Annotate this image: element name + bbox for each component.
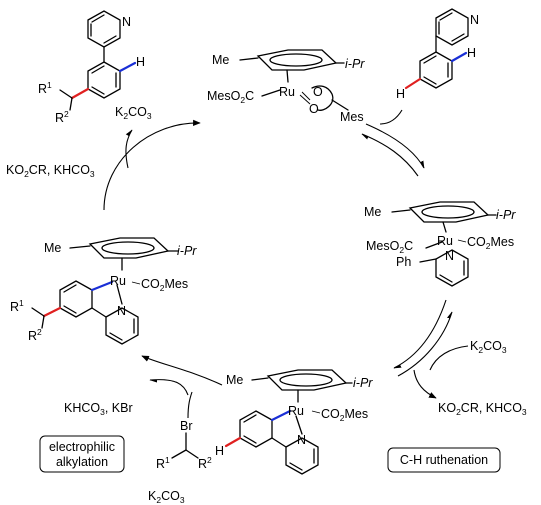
- bottom-N: N: [297, 433, 306, 447]
- ch-ruthenation-box: [387, 447, 501, 473]
- alkylation-label: alkylation: [56, 455, 108, 469]
- product-molecule: [59, 10, 137, 111]
- top-catalyst: [239, 49, 349, 111]
- right-Ru: Ru: [437, 234, 453, 248]
- electrophilic-label: electrophilic: [49, 440, 115, 454]
- top-iPr: i-Pr: [345, 57, 365, 71]
- alkyl-bromide: [171, 432, 199, 459]
- arrow-kbr-out: [149, 379, 189, 396]
- electrophilic-alkylation-box: [39, 435, 125, 473]
- product-N: N: [122, 15, 131, 29]
- left-N: N: [117, 304, 126, 318]
- top-Ru: Ru: [279, 85, 295, 99]
- right-MesO2C: MesO2C: [366, 239, 413, 255]
- right-iPr: i-Pr: [496, 208, 516, 222]
- reagent-KO2CR-KHCO3-right: KO2CR, KHCO3: [438, 401, 527, 417]
- arrow-k2co3-in: [429, 345, 469, 371]
- arrow-ppy-in: [379, 109, 403, 125]
- top-O2: O: [309, 102, 319, 116]
- top-Mes: Mes: [340, 110, 364, 124]
- bottom-Ru: Ru: [288, 404, 304, 418]
- ppy-H-blue: H: [467, 46, 476, 60]
- ch-ruthenation-label: C-H ruthenation: [400, 453, 488, 467]
- right-N: N: [445, 249, 454, 263]
- arrow-rbr-in: [187, 391, 193, 419]
- right-Ph: Ph: [396, 255, 411, 269]
- arrow-eq-back: [361, 133, 419, 177]
- ppy-N: N: [470, 13, 479, 27]
- bottom-intermediate: [224, 369, 353, 475]
- right-intermediate: [391, 201, 497, 287]
- left-intermediate: [31, 237, 179, 345]
- reagent-KO2CR-KHCO3-left: KO2CR, KHCO3: [6, 163, 95, 179]
- arrow-regeneration: [103, 119, 201, 211]
- bottom-H: H: [215, 444, 224, 458]
- right-Me: Me: [364, 205, 381, 219]
- left-R1: R1: [10, 298, 24, 314]
- arrow-ko2cr-out: [413, 369, 437, 399]
- right-CO2Mes: CO2Mes: [467, 235, 514, 251]
- left-Me: Me: [44, 241, 61, 255]
- product-H: H: [136, 55, 145, 69]
- left-CO2Mes: CO2Mes: [141, 277, 188, 293]
- product-K2CO3: K2CO3: [115, 105, 152, 121]
- bottom-iPr: i-Pr: [353, 376, 373, 390]
- reagent-KHCO3-KBr: KHCO3, KBr: [64, 401, 133, 417]
- product-R2: R2: [55, 109, 69, 125]
- bottom-Me: Me: [226, 373, 243, 387]
- reagent-K2CO3-right: K2CO3: [470, 339, 507, 355]
- top-Me: Me: [212, 53, 229, 67]
- top-O1: O: [313, 85, 323, 99]
- alkyl-R1: R1: [156, 455, 170, 471]
- alkyl-R2: R2: [198, 455, 212, 471]
- left-R2: R2: [28, 327, 42, 343]
- arrow-release-product: [125, 129, 133, 169]
- ppy-H-red: H: [396, 87, 405, 101]
- top-MesO2C: MesO2C: [207, 89, 254, 105]
- left-Ru: Ru: [110, 274, 126, 288]
- phenylpyridine-molecule: [404, 8, 469, 90]
- alkyl-K2CO3: K2CO3: [148, 489, 185, 505]
- arrow-eq2-back: [397, 311, 453, 377]
- alkyl-Br: Br: [180, 419, 193, 433]
- arrow-eq2-forward: [393, 299, 447, 369]
- bottom-CO2Mes: CO2Mes: [321, 407, 368, 423]
- arrow-alkylation: [141, 355, 223, 386]
- arrow-eq-forward: [365, 123, 425, 169]
- product-R1: R1: [38, 80, 52, 96]
- left-iPr: i-Pr: [177, 244, 197, 258]
